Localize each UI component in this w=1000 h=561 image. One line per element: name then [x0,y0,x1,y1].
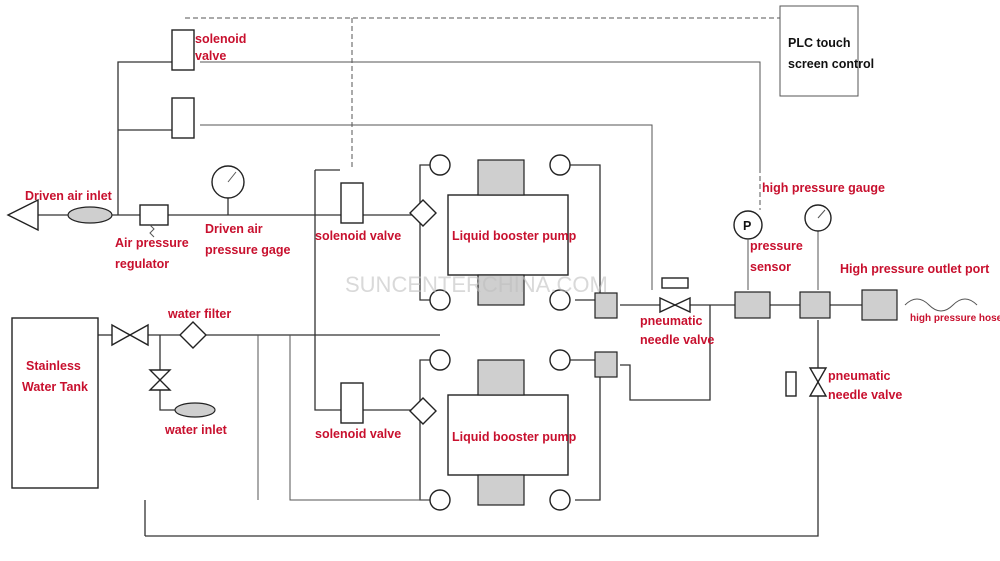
liquid-booster-pump-lower [429,349,571,511]
lower-pump-discharge [570,359,601,501]
label-liquid-booster-pump-upper: Liquid booster pump [452,229,577,243]
pneumatic-needle-valve-mid-icon-b [673,296,691,314]
water-valve-icon [111,323,132,347]
pneumatic-needle-valve-right-icon [808,367,828,384]
air-line-to-lower-solenoid [314,170,340,411]
pump-lower-air-filter-icon [409,397,437,425]
label-pressure-sensor-2: sensor [750,260,791,274]
lower-exhaust-line [289,335,440,501]
stainless-water-tank-icon [11,317,99,489]
liquid-booster-pump-upper [429,154,571,311]
label-water-inlet: water inlet [164,423,228,437]
label-driven-air-pressure-gage-2: pressure gage [205,243,291,257]
label-solenoid-valve-top-2: valve [195,49,226,63]
water-inlet-valve-icon-b [148,379,172,391]
solenoid-second-output [200,124,653,290]
label-driven-air-pressure-gage-1: Driven air [205,222,263,236]
pneumatic-needle-valve-right-icon-b [808,380,828,397]
air-pressure-regulator-icon [139,204,169,226]
gauge-block-icon [799,291,831,319]
needle-valve-actuator-icon [661,277,689,289]
label-pressure-sensor-1: pressure [750,239,803,253]
lower-pump-suction [419,359,440,501]
gauge-needle-icon [227,171,237,183]
water-filter-icon [179,321,207,349]
solenoid-valve-second-icon [171,97,195,139]
label-stainless-water-tank-1: Stainless [26,359,81,373]
lower-pump-to-outlet [620,305,711,401]
label-plc-2: screen control [788,57,874,71]
plc-box [779,5,859,97]
upper-outlet-fitting-icon [594,292,618,319]
solenoid-valve-mid-icon [340,182,364,224]
water-inlet-valve-icon [148,369,172,381]
pressure-sensor-icon-letter: P [743,219,751,233]
label-high-pressure-outlet-port: High pressure outlet port [840,262,990,276]
lower-outlet-fitting-icon [594,351,618,378]
label-solenoid-valve-top-1: solenoid [195,32,246,46]
air-header-top [117,61,180,215]
label-pneumatic-needle-valve-right-2: needle valve [828,388,902,402]
regulator-spring-icon [149,224,155,238]
label-plc-1: PLC touch [788,36,851,50]
driven-air-inlet-icon [6,198,39,232]
label-water-filter: water filter [167,307,231,321]
label-air-pressure-regulator-1: Air pressure [115,236,189,250]
pump-upper-air-filter-icon [409,199,437,227]
upper-pump-discharge [570,164,601,301]
water-inlet-line [159,390,175,411]
water-inlet-filter-icon [174,402,216,418]
pressure-sensor-icon [733,210,763,240]
hp-gauge-needle-icon [817,209,826,219]
label-solenoid-valve-mid: solenoid valve [315,229,401,243]
high-pressure-outlet-port-icon [861,289,898,321]
label-pneumatic-needle-valve-right-1: pneumatic [828,369,891,383]
right-needle-valve-actuator-icon [785,371,797,397]
pressure-sensor-block-icon [734,291,771,319]
label-solenoid-valve-low: solenoid valve [315,427,401,441]
label-pneumatic-needle-valve-mid-2: needle valve [640,333,714,347]
pneumatic-needle-valve-mid-icon [659,296,677,314]
label-air-pressure-regulator-2: regulator [115,257,169,271]
label-liquid-booster-pump-lower: Liquid booster pump [452,430,577,444]
solenoid-valve-low-icon [340,382,364,424]
water-valve-icon-b [128,323,149,347]
air-filter-icon [67,206,113,224]
solenoid-top-output [200,61,761,170]
return-line-bottom [145,395,819,537]
label-stainless-water-tank-2: Water Tank [22,380,88,394]
high-pressure-hose-icon [904,298,978,312]
watermark: SUNCENTERCHINA.COM [345,272,608,297]
label-high-pressure-hose: high pressure hose [910,313,1000,324]
solenoid-valve-top-icon [171,29,195,71]
label-pneumatic-needle-valve-mid-1: pneumatic [640,314,703,328]
label-high-pressure-gauge: high pressure gauge [762,181,885,195]
label-driven-air-inlet: Driven air inlet [25,189,113,203]
